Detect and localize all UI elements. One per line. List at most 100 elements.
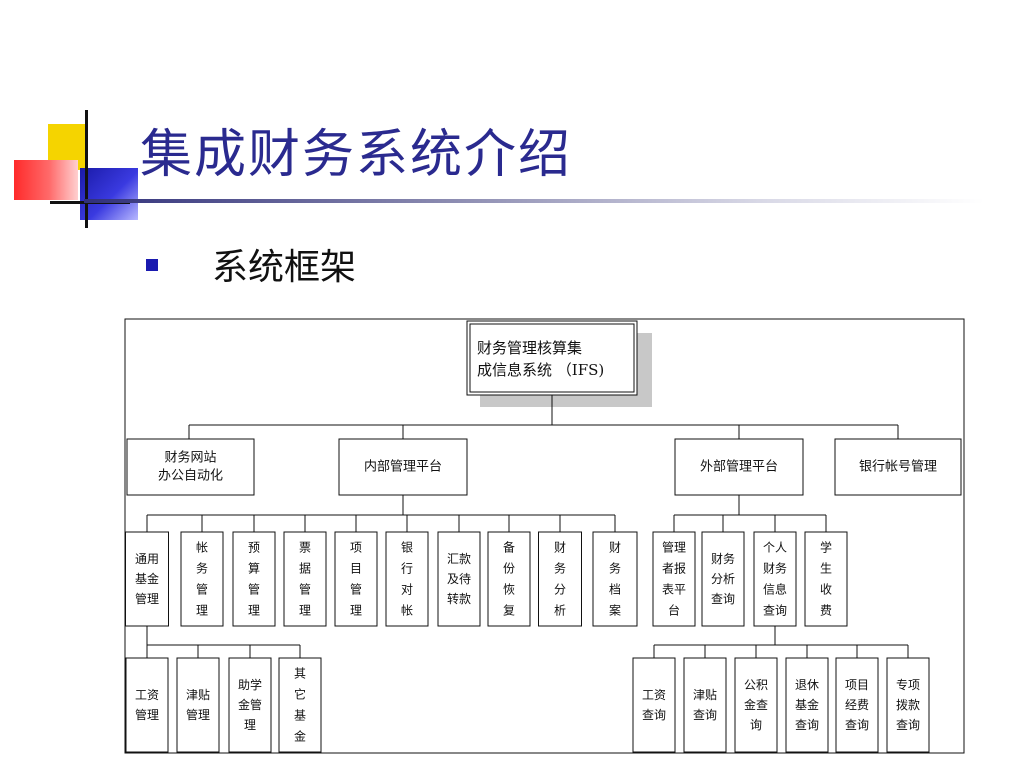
external-module-label: 分析 <box>711 572 735 586</box>
fund-module-box <box>228 657 272 753</box>
external-module-label: 收 <box>820 583 832 597</box>
bullet-square-icon <box>146 259 158 271</box>
internal-module-label: 案 <box>609 603 621 618</box>
internal-module-label: 份 <box>503 562 515 576</box>
internal-module-label: 帐 <box>196 540 208 555</box>
external-module-box <box>753 531 797 627</box>
internal-module-label: 理 <box>196 604 208 618</box>
internal-module-label: 管 <box>196 582 208 597</box>
level1-node-box <box>674 438 804 496</box>
personal-query-module-label: 拨款 <box>896 698 920 712</box>
level1-node-box <box>834 438 962 496</box>
fund-module-label: 基 <box>294 709 306 723</box>
external-module-label: 表平 <box>662 583 686 597</box>
fund-module-box <box>125 657 169 753</box>
level1-node-box <box>126 438 255 496</box>
external-module-label: 查询 <box>763 604 787 618</box>
internal-module-label: 对 <box>401 583 413 597</box>
internal-module-label: 管理 <box>135 591 159 606</box>
personal-query-module-label: 公积 <box>744 678 768 692</box>
fund-module-label: 助学 <box>238 677 262 692</box>
internal-module-label: 项 <box>350 541 362 555</box>
internal-module-box <box>538 531 582 627</box>
internal-module-box <box>592 531 638 627</box>
external-module-label: 费 <box>820 604 832 618</box>
internal-module-label: 分 <box>554 583 566 597</box>
personal-query-module-label: 工资 <box>642 688 666 702</box>
external-module-box <box>804 531 848 627</box>
external-module-box <box>701 531 745 627</box>
internal-module-label: 银 <box>401 541 413 555</box>
internal-module-label: 理 <box>350 604 362 618</box>
fund-module-label: 管理 <box>135 707 159 722</box>
internal-module-label: 析 <box>554 604 566 618</box>
fund-module-box <box>176 657 220 753</box>
internal-module-label: 预 <box>248 541 260 555</box>
personal-query-module-label: 查询 <box>642 708 666 722</box>
personal-query-module-label: 专项 <box>896 677 920 692</box>
fund-module-label: 理 <box>244 718 256 732</box>
internal-module-box <box>125 531 169 627</box>
level1-node-label: 内部管理平台 <box>364 459 442 475</box>
fund-module-label: 金管 <box>238 697 262 712</box>
external-module-label: 财务 <box>711 551 735 566</box>
internal-module-label: 财 <box>554 541 566 555</box>
internal-module-label: 汇款 <box>447 552 471 566</box>
personal-query-module-box <box>785 657 829 753</box>
personal-query-module-label: 项目 <box>845 678 869 692</box>
personal-query-module-box <box>734 657 778 753</box>
internal-module-label: 基金 <box>135 571 159 586</box>
internal-module-box <box>487 531 531 627</box>
personal-query-module-label: 查询 <box>795 718 819 732</box>
fund-module-label: 其 <box>294 667 306 681</box>
internal-module-label: 管 <box>248 582 260 597</box>
internal-module-label: 目 <box>350 562 362 576</box>
internal-module-label: 据 <box>299 562 311 576</box>
internal-module-label: 理 <box>248 604 260 618</box>
page-title: 集成财务系统介绍 <box>140 125 573 185</box>
internal-module-label: 务 <box>609 561 621 576</box>
internal-module-label: 通用 <box>135 552 159 566</box>
personal-query-module-box <box>886 657 930 753</box>
internal-module-box <box>385 531 429 627</box>
external-module-label: 台 <box>668 603 680 618</box>
external-module-label: 生 <box>820 562 832 576</box>
external-module-label: 管理 <box>662 540 686 555</box>
root-node-box <box>466 320 638 396</box>
internal-module-box <box>334 531 378 627</box>
internal-module-label: 帐 <box>401 603 413 618</box>
level1-node-label: 办公自动化 <box>158 469 223 484</box>
level1-node-label: 外部管理平台 <box>700 460 778 475</box>
personal-query-module-label: 经费 <box>845 698 869 712</box>
internal-module-label: 复 <box>503 604 515 618</box>
internal-module-label: 行 <box>401 562 413 576</box>
fund-module-label: 津贴 <box>186 688 210 702</box>
internal-module-label: 管 <box>299 582 311 597</box>
personal-query-module-label: 退休 <box>795 678 819 692</box>
internal-module-label: 恢 <box>503 583 515 597</box>
internal-module-label: 票 <box>299 541 311 555</box>
fund-module-label: 它 <box>294 687 306 702</box>
level1-node-box <box>338 438 468 496</box>
external-module-label: 学 <box>820 540 832 555</box>
internal-module-label: 务 <box>554 561 566 576</box>
internal-module-label: 及待 <box>447 572 471 586</box>
internal-module-label: 财 <box>609 541 621 555</box>
level1-node-label: 银行帐号管理 <box>859 460 937 475</box>
decor-vertical-line <box>85 110 88 228</box>
personal-query-module-label: 津贴 <box>693 688 717 702</box>
external-module-label: 财务 <box>763 561 787 576</box>
fund-module-label: 工资 <box>135 688 159 702</box>
external-module-label: 者报 <box>662 561 686 576</box>
internal-module-box <box>232 531 276 627</box>
personal-query-module-box <box>683 657 727 753</box>
bullet-text: 系统框架 <box>212 247 357 288</box>
personal-query-module-label: 基金 <box>795 697 819 712</box>
title-underline <box>84 199 984 203</box>
decor-blue-square <box>80 168 138 220</box>
personal-query-module-box <box>835 657 879 753</box>
internal-module-label: 管 <box>350 582 362 597</box>
internal-module-box <box>437 531 481 627</box>
personal-query-module-label: 询 <box>750 718 762 732</box>
